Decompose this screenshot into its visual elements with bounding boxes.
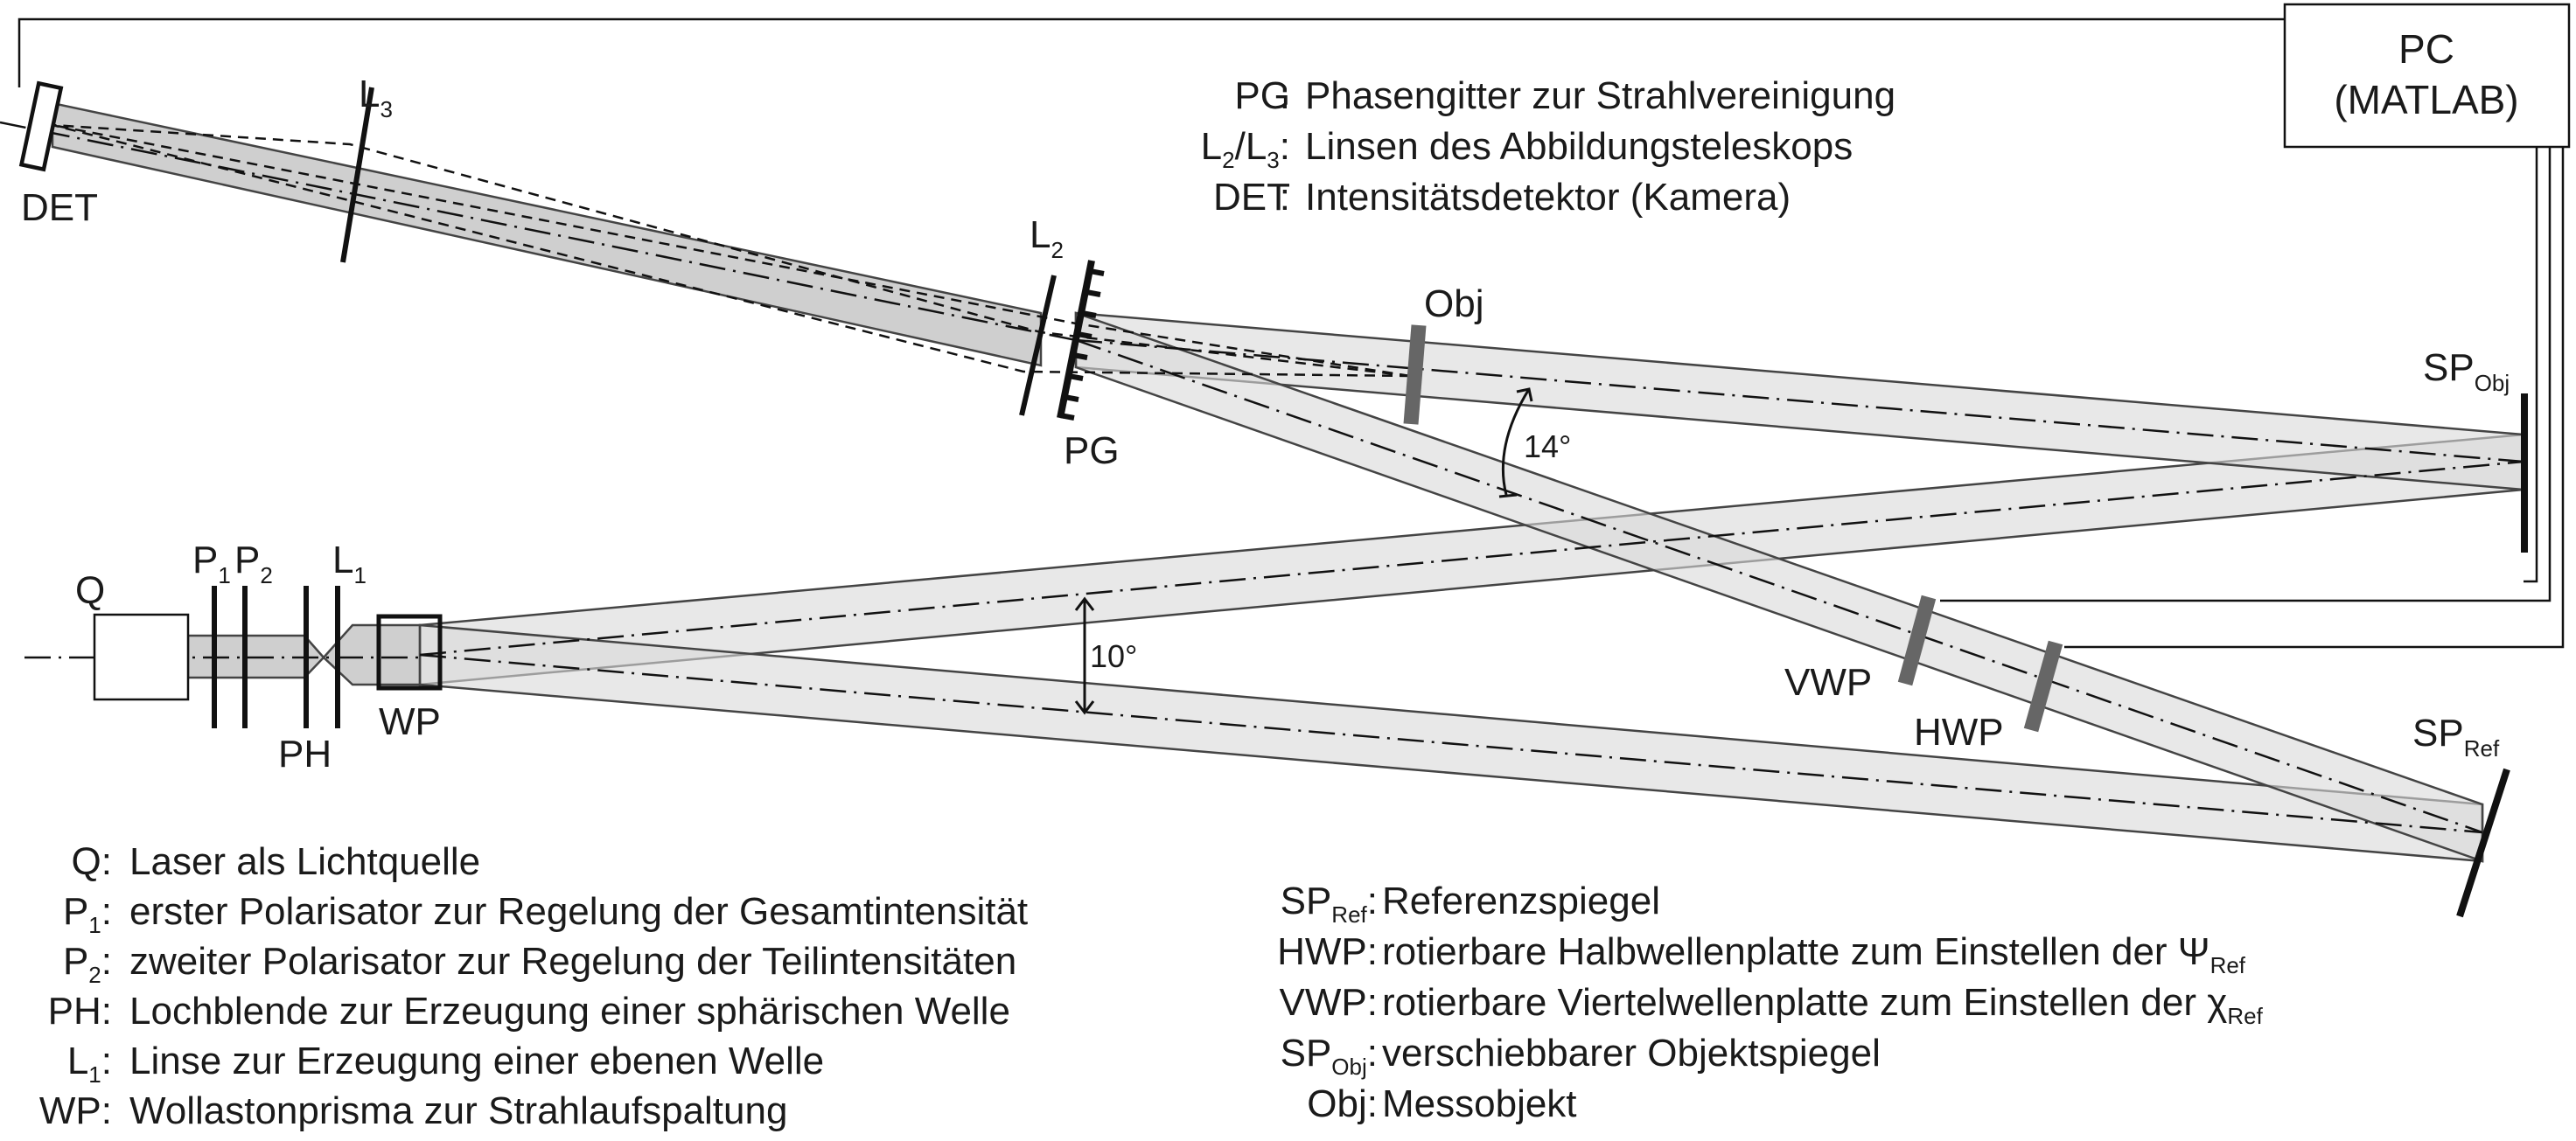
legend-right-desc: rotierbare Halbwellenplatte zum Einstell… [1382, 930, 2246, 978]
legend-left-desc: Lochblende zur Erzeugung einer sphärisch… [129, 990, 1010, 1033]
legend-right-term: SPObj: [1281, 1032, 1378, 1080]
legend-right-term: VWP: [1280, 981, 1378, 1024]
legend-top-desc: Linsen des Abbildungsteleskops [1305, 125, 1853, 168]
measurement-object [1403, 324, 1427, 425]
pc-software-label: (MATLAB) [2334, 77, 2518, 122]
lens-l3-label: L3 [359, 73, 393, 122]
lens-l3 [340, 87, 374, 263]
laser-source-label: Q [75, 569, 105, 612]
legend-left-term: L1: [67, 1040, 112, 1088]
polarizer-p1-label: P1 [192, 539, 231, 588]
imaging-beam-grating-to-detector [51, 101, 1043, 367]
legend-left-desc: Wollastonprisma zur Strahlaufspaltung [129, 1089, 787, 1132]
legend-top-desc: Intensitätsdetektor (Kamera) [1305, 176, 1791, 219]
lens-l2 [1019, 275, 1057, 416]
legend-right-term: Obj: [1307, 1082, 1378, 1125]
wollaston-prism-label: WP [379, 700, 441, 743]
legend-left: Q: Laser als Lichtquelle P1: erster Pola… [39, 840, 1028, 1132]
legend-right-desc: rotierbare Viertelwellenplatte zum Einst… [1382, 981, 2264, 1029]
legend-right-term: HWP: [1277, 930, 1378, 973]
legend-left-desc: zweiter Polarisator zur Regelung der Tei… [129, 940, 1016, 983]
reference-mirror [2456, 768, 2510, 918]
measurement-object-label: Obj [1424, 282, 1483, 325]
phase-grating [1057, 260, 1105, 421]
legend-top-desc: Phasengitter zur Strahlvereinigung [1305, 74, 1895, 117]
legend-left-desc: erster Polarisator zur Regelung der Gesa… [129, 890, 1028, 933]
detector [18, 80, 64, 172]
angle-split-label: 10° [1090, 638, 1137, 674]
wire-pc-to-vwp [1940, 147, 2552, 602]
reference-axis-outgoing [419, 653, 2483, 834]
wire-pc-to-mirror [2524, 147, 2538, 583]
legend-right-desc: Referenzspiegel [1382, 880, 1660, 922]
polarizer-p2-label: P2 [234, 539, 273, 588]
detector-label: DET [21, 186, 98, 229]
quarter-wave-plate [1897, 595, 1937, 686]
legend-top: PG : Phasengitter zur Strahlvereinigung … [1201, 74, 1895, 219]
wollaston-prism [376, 614, 443, 691]
phase-grating-label: PG [1064, 429, 1120, 472]
legend-left-term: P2: [63, 940, 112, 988]
pinhole-label: PH [278, 733, 332, 776]
legend-right-term: SPRef: [1281, 880, 1378, 928]
laser-source [93, 613, 190, 701]
legend-left-desc: Laser als Lichtquelle [129, 840, 480, 883]
svg-text::: : [1280, 74, 1290, 117]
svg-text::: : [1280, 176, 1290, 219]
legend-right: SPRef: Referenzspiegel HWP: rotierbare H… [1277, 880, 2263, 1125]
quarter-wave-plate-label: VWP [1784, 661, 1872, 704]
imaging-axis [0, 121, 1077, 342]
angle-tick-bottom [1498, 493, 1518, 498]
imaging-ray-1 [52, 123, 1411, 378]
legend-left-term: P1: [63, 890, 112, 938]
wire-pc-to-hwp [2064, 147, 2565, 649]
legend-top-term: DET [1213, 176, 1290, 219]
legend-right-desc: Messobjekt [1382, 1082, 1577, 1125]
object-axis-outgoing [419, 460, 2524, 657]
split-arrowhead-bottom [1074, 700, 1095, 715]
legend-top-term: PG [1234, 74, 1290, 117]
legend-right-desc: verschiebbarer Objektspiegel [1382, 1032, 1881, 1075]
legend-top-term: L2/L3: [1201, 125, 1290, 173]
reference-axis-return [1075, 338, 2483, 834]
angle-arrowhead-top [1516, 387, 1533, 402]
angle-object-beam-label: 14° [1524, 428, 1571, 464]
legend-left-term: Q: [72, 840, 112, 883]
split-arrowhead-top [1074, 596, 1095, 611]
reference-mirror-label: SPRef [2412, 712, 2500, 762]
pc-label: PC [2398, 26, 2454, 72]
lens-l2-label: L2 [1030, 213, 1064, 263]
lens-l1-label: L1 [332, 539, 367, 588]
legend-left-term: WP: [39, 1089, 112, 1132]
angle-arc-object-beam [1501, 388, 1531, 496]
pc-box [2283, 3, 2571, 149]
legend-left-term: PH: [48, 990, 112, 1033]
half-wave-plate [2023, 640, 2063, 733]
half-wave-plate-label: HWP [1914, 711, 2004, 754]
object-mirror-label: SPObj [2423, 346, 2510, 396]
legend-left-desc: Linse zur Erzeugung einer ebenen Welle [129, 1040, 824, 1082]
wire-pc-to-detector [17, 17, 2285, 87]
